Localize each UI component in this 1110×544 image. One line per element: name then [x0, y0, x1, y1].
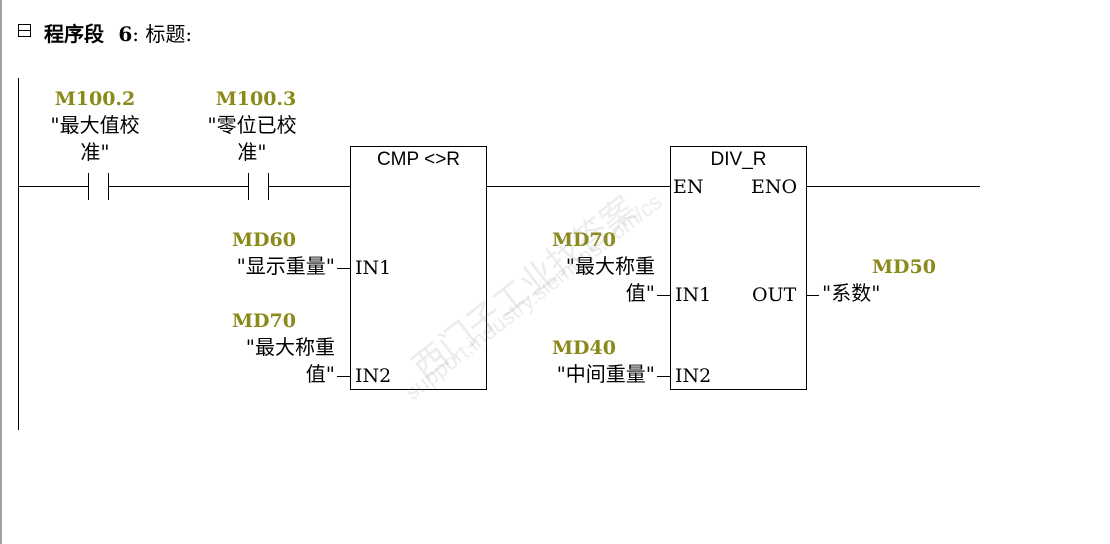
div-out-comment: "系数"	[822, 281, 881, 305]
network-number: 6	[118, 22, 133, 46]
power-rail	[18, 78, 19, 430]
contact-bar-left	[248, 173, 249, 200]
wire	[337, 376, 350, 377]
contact-bar-left	[88, 173, 89, 200]
network-label: 程序段	[44, 22, 104, 46]
cmp-block-title: CMP <>R	[376, 149, 461, 170]
wire	[337, 268, 350, 269]
div-block[interactable]	[670, 146, 807, 390]
div-in2-address[interactable]: MD40	[552, 337, 616, 359]
network-separator: :	[132, 22, 140, 46]
wire	[268, 186, 350, 187]
contact-comment: 准"	[80, 140, 110, 164]
contact-bar-right	[108, 173, 109, 200]
div-in1-comment: "最大称重	[565, 254, 655, 278]
div-pin-in2: IN2	[675, 365, 712, 387]
wire	[657, 376, 670, 377]
contact-address: M100.2	[54, 88, 136, 110]
cmp-in2-comment: 值"	[305, 362, 335, 386]
cmp-in1-comment: "显示重量"	[236, 254, 335, 278]
network-title-text: 标题:	[145, 22, 193, 46]
div-in2-comment: "中间重量"	[556, 362, 655, 386]
div-pin-in1: IN1	[675, 284, 712, 306]
div-pin-en: EN	[673, 176, 704, 198]
network-title: 程序段 6: 标题:	[44, 18, 192, 47]
div-block-title: DIV_R	[710, 149, 767, 170]
wire	[806, 295, 819, 296]
wire	[806, 186, 980, 187]
contact-bar-right	[268, 173, 269, 200]
cmp-pin-in1: IN1	[355, 257, 392, 279]
contact-comment: "零位已校	[207, 113, 297, 137]
cmp-block[interactable]	[350, 146, 487, 390]
contact-comment: 准"	[237, 140, 267, 164]
div-pin-out: OUT	[752, 284, 797, 306]
div-in1-address[interactable]: MD70	[552, 229, 616, 251]
contact-address: M100.3	[215, 88, 297, 110]
wire	[18, 186, 88, 187]
cmp-in2-address[interactable]: MD70	[232, 310, 296, 332]
div-in1-comment: 值"	[625, 281, 655, 305]
div-out-address[interactable]: MD50	[872, 256, 936, 278]
editor-left-border	[0, 0, 2, 544]
div-pin-eno: ENO	[751, 176, 798, 198]
wire	[486, 186, 670, 187]
cmp-in1-address[interactable]: MD60	[232, 229, 296, 251]
wire	[657, 295, 670, 296]
cmp-in2-comment: "最大称重	[245, 335, 335, 359]
contact-comment: "最大值校	[50, 113, 140, 137]
cmp-pin-in2: IN2	[355, 365, 392, 387]
wire	[108, 186, 248, 187]
collapse-minus-icon[interactable]	[18, 24, 31, 37]
